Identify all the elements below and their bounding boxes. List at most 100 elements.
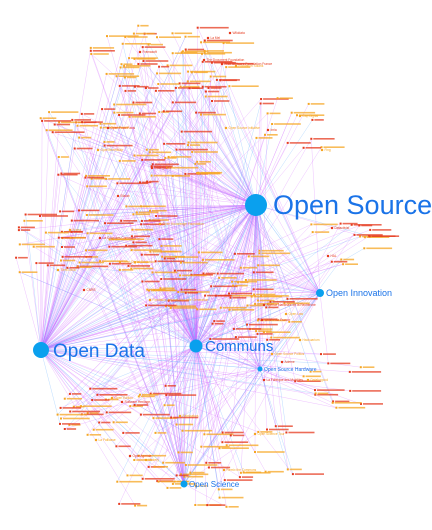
graph-node[interactable] <box>353 233 356 236</box>
graph-node[interactable] <box>57 173 60 176</box>
graph-node[interactable] <box>229 296 232 299</box>
graph-node[interactable] <box>133 154 136 157</box>
graph-node[interactable] <box>187 70 190 73</box>
graph-node[interactable] <box>60 172 63 175</box>
graph-node[interactable] <box>340 258 343 261</box>
graph-node[interactable] <box>207 87 210 89</box>
graph-node[interactable] <box>159 287 162 290</box>
graph-node[interactable] <box>209 75 212 78</box>
graph-node[interactable] <box>339 222 342 225</box>
graph-node[interactable] <box>255 330 258 333</box>
graph-node[interactable] <box>78 261 81 264</box>
graph-node[interactable] <box>201 60 204 63</box>
graph-node[interactable] <box>160 244 163 247</box>
named-node[interactable]: Hackuarium <box>298 338 320 342</box>
named-node[interactable]: Free Software Foundation France <box>220 62 272 66</box>
graph-node[interactable] <box>233 252 236 255</box>
graph-node[interactable] <box>44 231 47 234</box>
graph-node[interactable] <box>196 160 199 163</box>
graph-node[interactable] <box>140 223 143 226</box>
graph-node[interactable] <box>177 451 180 454</box>
graph-node[interactable] <box>332 400 335 403</box>
graph-node[interactable] <box>216 272 219 275</box>
graph-node[interactable] <box>96 393 99 396</box>
graph-node[interactable] <box>89 387 92 390</box>
graph-node[interactable] <box>61 255 64 258</box>
graph-node[interactable] <box>210 61 213 64</box>
graph-node[interactable] <box>173 269 176 272</box>
graph-node[interactable] <box>200 445 203 448</box>
graph-node[interactable] <box>250 295 253 298</box>
graph-node[interactable] <box>86 185 89 188</box>
graph-node[interactable] <box>184 35 187 38</box>
graph-node[interactable] <box>283 302 286 305</box>
graph-node[interactable] <box>68 423 71 426</box>
graph-node[interactable] <box>213 320 216 323</box>
graph-node[interactable] <box>205 461 208 464</box>
graph-node[interactable] <box>258 252 261 255</box>
graph-node[interactable] <box>160 250 163 253</box>
graph-node[interactable] <box>196 172 199 174</box>
named-node[interactable]: Makery <box>144 458 159 462</box>
graph-node[interactable] <box>196 26 199 29</box>
graph-node[interactable] <box>125 244 128 247</box>
graph-node[interactable] <box>162 110 165 113</box>
named-node[interactable]: Dataforgood <box>306 378 328 382</box>
graph-node[interactable] <box>162 461 165 464</box>
graph-node[interactable] <box>225 66 228 69</box>
graph-node[interactable] <box>78 209 80 212</box>
named-node[interactable]: The Document Foundation <box>202 58 245 62</box>
graph-node[interactable] <box>184 172 187 175</box>
graph-node[interactable] <box>78 136 81 139</box>
graph-node[interactable] <box>129 405 132 408</box>
graph-node[interactable] <box>61 246 63 248</box>
graph-node[interactable] <box>221 441 224 444</box>
graph-node[interactable] <box>116 480 119 483</box>
graph-node[interactable] <box>170 416 173 419</box>
graph-node[interactable] <box>149 392 152 395</box>
hub-communs[interactable]: Communs <box>189 338 274 355</box>
graph-node[interactable] <box>150 165 153 168</box>
graph-node[interactable] <box>175 148 178 151</box>
graph-node[interactable] <box>106 35 108 38</box>
graph-node[interactable] <box>203 433 206 436</box>
hub-open-data[interactable]: Open Data <box>33 341 145 362</box>
graph-node[interactable] <box>81 121 84 124</box>
graph-node[interactable] <box>135 211 138 214</box>
graph-node[interactable] <box>234 336 237 339</box>
graph-node[interactable] <box>171 32 174 35</box>
graph-node[interactable] <box>294 380 297 383</box>
graph-node[interactable] <box>154 260 157 263</box>
graph-node[interactable] <box>178 82 181 85</box>
graph-node[interactable] <box>98 421 101 424</box>
graph-node[interactable] <box>59 406 62 409</box>
named-node[interactable]: La Paillasse <box>94 438 116 442</box>
graph-node[interactable] <box>203 39 206 42</box>
graph-node[interactable] <box>63 428 66 430</box>
graph-node[interactable] <box>158 238 161 241</box>
graph-node[interactable] <box>207 466 210 469</box>
graph-node[interactable] <box>296 114 298 117</box>
graph-node[interactable] <box>163 404 166 407</box>
graph-node[interactable] <box>57 156 60 158</box>
graph-node[interactable] <box>327 362 330 365</box>
graph-node[interactable] <box>120 219 123 222</box>
graph-node[interactable] <box>60 259 62 262</box>
graph-node[interactable] <box>69 410 72 413</box>
graph-node[interactable] <box>179 85 182 88</box>
graph-node[interactable] <box>271 123 274 125</box>
named-node[interactable]: Framasoft <box>138 50 157 54</box>
graph-node[interactable] <box>222 42 225 45</box>
graph-node[interactable] <box>132 213 135 216</box>
graph-node[interactable] <box>133 57 136 60</box>
graph-node[interactable] <box>286 141 289 144</box>
graph-node[interactable] <box>139 393 141 396</box>
graph-node[interactable] <box>99 260 101 263</box>
graph-node[interactable] <box>15 256 18 259</box>
graph-node[interactable] <box>152 417 155 420</box>
graph-node[interactable] <box>73 147 76 150</box>
graph-node[interactable] <box>139 181 141 184</box>
graph-node[interactable] <box>57 236 60 239</box>
graph-node[interactable] <box>239 266 242 269</box>
graph-node[interactable] <box>76 124 79 127</box>
